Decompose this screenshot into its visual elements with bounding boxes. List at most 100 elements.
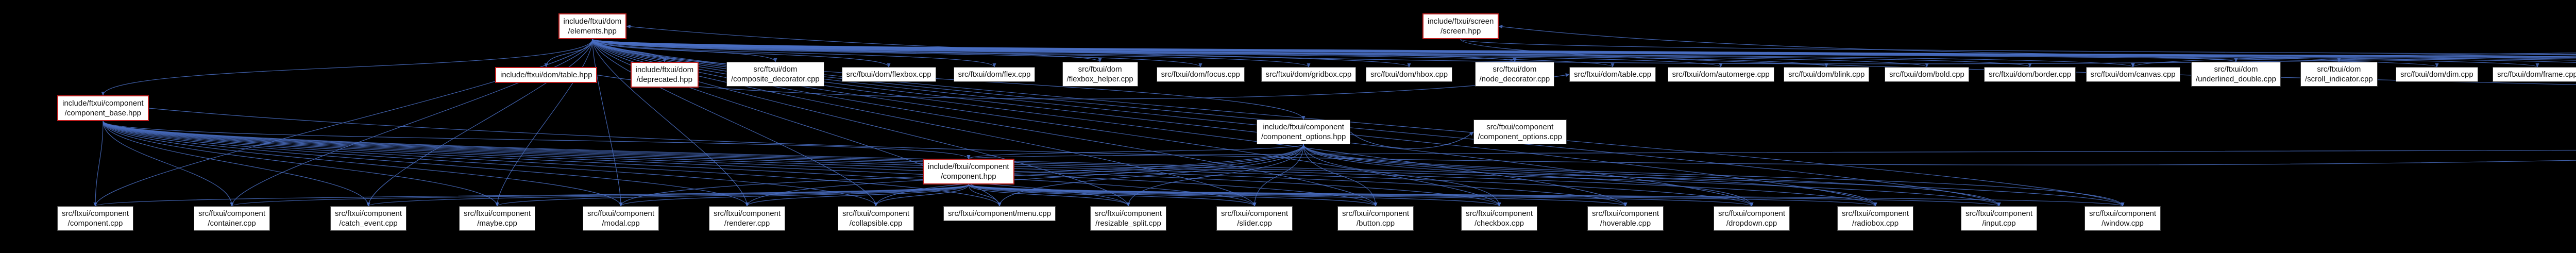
graph-edge [968, 184, 1877, 207]
node-label-line: src/ftxui/component [464, 209, 531, 218]
graph-edge [103, 121, 749, 207]
node-label-line: /node_decorator.cpp [1479, 75, 1550, 83]
graph-node-table_hpp[interactable]: include/ftxui/dom/table.hpp [495, 67, 598, 83]
graph-node-component_options_cpp: src/ftxui/component/component_options.cp… [1473, 120, 1567, 144]
graph-edge [148, 108, 2576, 165]
node-label-line: src/ftxui/dom/focus.cpp [1161, 70, 1240, 79]
node-label-line: /hoverable.cpp [1600, 219, 1651, 228]
node-label-line: src/ftxui/component [714, 209, 781, 218]
graph-edge [1303, 144, 1877, 207]
graph-node-underlined_double_cpp: src/ftxui/dom/underlined_double.cpp [2191, 62, 2281, 87]
graph-edge [968, 184, 1378, 207]
node-label-line: src/ftxui/dom/hbox.cpp [1370, 70, 1448, 79]
graph-node-c_slider: src/ftxui/component/slider.cpp [1216, 206, 1293, 231]
graph-node-frame_cpp: src/ftxui/dom/frame.cpp [2493, 67, 2576, 82]
node-label-line: /component.hpp [941, 172, 996, 181]
graph-node-c_renderer: src/ftxui/component/renderer.cpp [709, 206, 786, 231]
node-label-line: src/ftxui/dom/table.cpp [1574, 70, 1652, 79]
node-label-line: src/ftxui/component [62, 209, 129, 218]
node-label-line: include/ftxui/dom/table.hpp [500, 71, 592, 79]
graph-node-c_modal: src/ftxui/component/modal.cpp [583, 206, 659, 231]
node-label-line: /button.cpp [1356, 219, 1395, 228]
graph-edge [592, 39, 1877, 207]
graph-edge [93, 184, 969, 207]
graph-node-hbox_cpp: src/ftxui/dom/hbox.cpp [1366, 67, 1453, 82]
node-label-line: src/ftxui/component [198, 209, 266, 218]
node-label-line: /underlined_double.cpp [2196, 75, 2276, 83]
node-label-line: src/ftxui/dom/flex.cpp [958, 70, 1031, 79]
graph-edge [103, 121, 1501, 207]
node-label-line: src/ftxui/dom [2317, 65, 2361, 74]
node-label-line: /catch_event.cpp [339, 219, 398, 228]
node-label-line: src/ftxui/dom/frame.cpp [2497, 70, 2576, 79]
node-label-line: src/ftxui/component [1718, 209, 1786, 218]
node-label-line: /elements.hpp [568, 27, 617, 36]
graph-node-composite_decorator_cpp: src/ftxui/dom/composite_decorator.cpp [726, 62, 824, 87]
graph-edge [366, 39, 593, 207]
graph-edge [968, 184, 1754, 207]
graph-edge [592, 39, 1130, 207]
node-label-line: /modal.cpp [602, 219, 640, 228]
graph-node-c_maybe: src/ftxui/component/maybe.cpp [459, 206, 536, 231]
graph-node-component_hpp[interactable]: include/ftxui/component/component.hpp [923, 159, 1014, 184]
node-label-line: /screen.hpp [1440, 27, 1481, 36]
graph-edge [967, 144, 1304, 160]
node-label-line: /scroll_indicator.cpp [2305, 75, 2373, 83]
node-label-line: /input.cpp [1982, 219, 2016, 228]
graph-node-component_options_hpp: include/ftxui/component/component_option… [1257, 120, 1351, 144]
graph-node-elements_hpp[interactable]: include/ftxui/dom/elements.hpp [558, 13, 627, 39]
graph-edge [592, 39, 1202, 68]
graph-edge [230, 184, 969, 207]
graph-edge [1303, 144, 1754, 207]
node-label-line: src/ftxui/component [1095, 209, 1162, 218]
graph-node-c_window: src/ftxui/component/window.cpp [2084, 206, 2161, 231]
graph-node-screen_hpp[interactable]: include/ftxui/screen/screen.hpp [1422, 13, 1499, 39]
graph-edge [592, 39, 996, 68]
graph-edge [103, 121, 499, 207]
node-label-line: /composite_decorator.cpp [731, 75, 820, 83]
node-label-line: /window.cpp [2102, 219, 2144, 228]
graph-node-component_base_hpp[interactable]: include/ftxui/component/component_base.h… [57, 95, 149, 121]
node-label-line: /checkbox.cpp [1475, 219, 1524, 228]
node-label-line: src/ftxui/component [1842, 209, 1909, 218]
graph-edge [592, 39, 1615, 68]
graph-node-border_cpp: src/ftxui/dom/border.cpp [1984, 67, 2076, 82]
graph-edge [366, 184, 969, 207]
graph-edge [592, 39, 1501, 207]
node-label-line: src/ftxui/dom [2214, 65, 2258, 74]
graph-edge [93, 39, 593, 207]
node-label-line: /component.cpp [67, 219, 123, 228]
graph-edge [101, 39, 593, 96]
graph-node-bold_cpp: src/ftxui/dom/bold.cpp [1885, 67, 1969, 82]
graph-edge [597, 73, 1570, 99]
graph-node-c_button: src/ftxui/component/button.cpp [1337, 206, 1414, 231]
graph-node-deprecated_hpp[interactable]: include/ftxui/dom/deprecated.hpp [630, 62, 699, 88]
node-label-line: src/ftxui/dom/gridbox.cpp [1265, 70, 1352, 79]
node-label-line: src/ftxui/dom/bold.cpp [1889, 70, 1964, 79]
graph-edge [1303, 144, 2125, 207]
node-label-line: src/ftxui/dom/flexbox.cpp [846, 70, 931, 79]
graph-edge [874, 144, 1304, 207]
graph-edge [103, 121, 370, 207]
node-label-line: src/ftxui/component [1466, 209, 1533, 218]
node-label-line: src/ftxui/dom/blink.cpp [1788, 70, 1865, 79]
graph-edge [592, 39, 2576, 57]
graph-node-flexbox_cpp: src/ftxui/dom/flexbox.cpp [841, 67, 936, 82]
graph-node-c_checkbox: src/ftxui/component/checkbox.cpp [1461, 206, 1538, 231]
graph-edge [230, 39, 593, 207]
graph-edge [1303, 144, 1501, 207]
node-label-line: /deprecated.hpp [636, 75, 692, 84]
graph-edge [1460, 39, 2576, 55]
graph-edge [2131, 53, 2576, 68]
graph-node-canvas_cpp: src/ftxui/dom/canvas.cpp [2086, 67, 2180, 82]
node-label-line: src/ftxui/component [1486, 123, 1554, 131]
node-label-line: include/ftxui/component [62, 99, 144, 108]
graph-node-focus_cpp: src/ftxui/dom/focus.cpp [1156, 67, 1245, 82]
node-label-line: src/ftxui/dom [1493, 65, 1537, 74]
node-label-line: /component_options.hpp [1261, 132, 1346, 141]
graph-edge [103, 121, 878, 207]
node-label-line: include/ftxui/screen [1428, 17, 1494, 26]
graph-edge [592, 39, 2125, 207]
graph-edge [103, 121, 1378, 207]
node-label-line: src/ftxui/dom/dim.cpp [2400, 70, 2473, 79]
